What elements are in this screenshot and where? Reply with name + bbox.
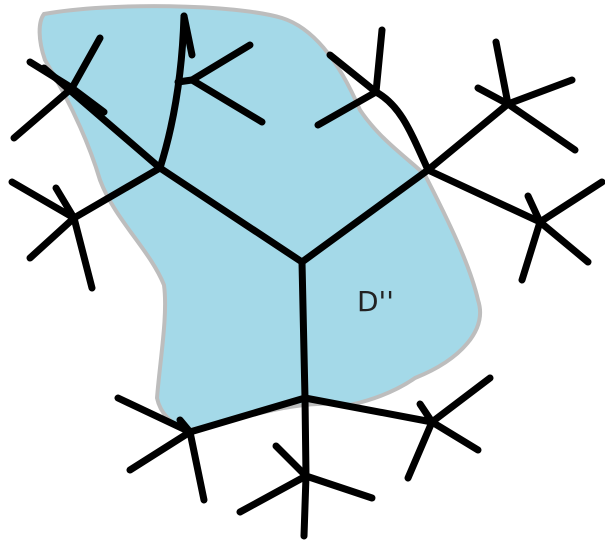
- edge-right-to-lower-right: [424, 166, 544, 226]
- edge-bottom-to-left: [186, 394, 309, 436]
- edge-bottom-to-right: [301, 394, 436, 426]
- edge-right-to-top-right: [424, 100, 512, 174]
- edge-left-to-lower-left: [70, 164, 164, 222]
- tree-edges: [8, 12, 605, 540]
- edge-center-to-left: [156, 164, 306, 266]
- edge-center-to-bottom: [298, 258, 309, 402]
- edge-right-to-upper: [372, 88, 432, 174]
- edge-bottom-to-down: [301, 394, 310, 480]
- edge-center-to-right: [298, 166, 432, 266]
- edge-left-to-top: [156, 12, 188, 172]
- region-label: D'': [357, 285, 394, 318]
- shaded-region: [37, 4, 482, 433]
